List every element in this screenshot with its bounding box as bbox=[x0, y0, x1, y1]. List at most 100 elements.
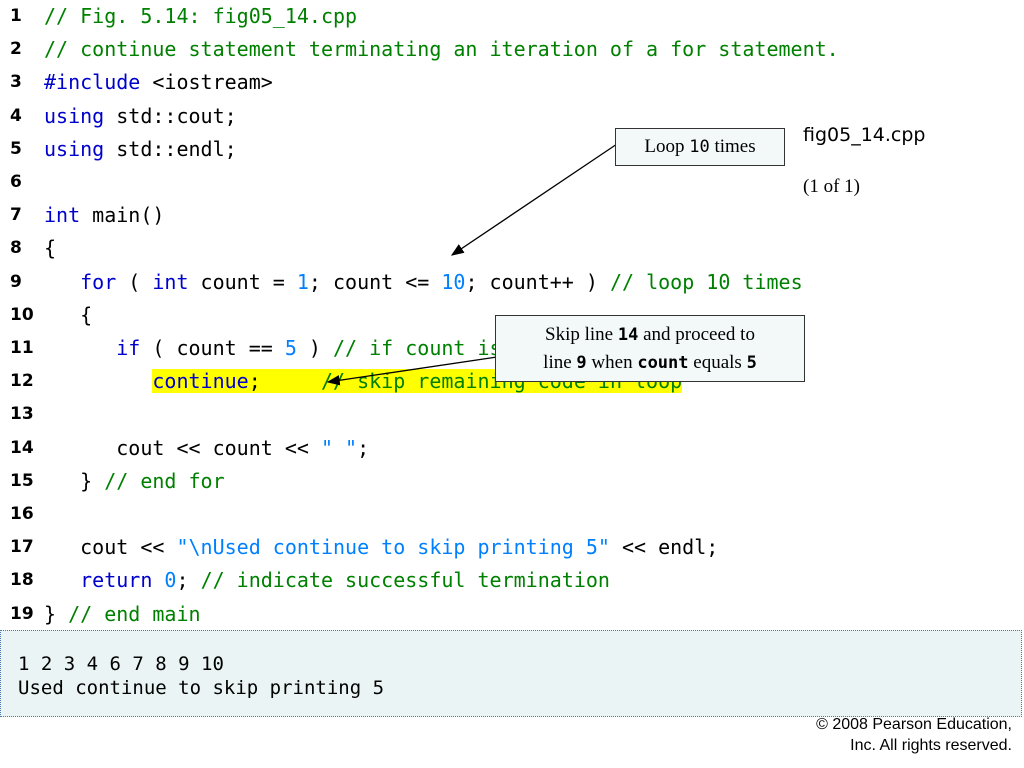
code-text: return 0; // indicate successful termina… bbox=[44, 564, 610, 597]
code-text: #include <iostream> bbox=[44, 66, 273, 99]
code-token: // loop 10 times bbox=[609, 269, 803, 294]
code-token: // Fig. 5.14: fig05_14.cpp bbox=[44, 4, 358, 28]
line-number: 18 bbox=[10, 570, 34, 591]
code-token: using bbox=[44, 103, 105, 128]
code-text: { bbox=[44, 232, 56, 265]
code-token: } bbox=[44, 468, 105, 493]
callout-skip-text: equals bbox=[688, 352, 747, 373]
code-line: 9 for ( int count = 1; count <= 10; coun… bbox=[0, 266, 1024, 299]
code-token: 1 bbox=[296, 269, 309, 294]
code-line: 5 using std::endl; bbox=[0, 133, 1024, 166]
code-text: // Fig. 5.14: fig05_14.cpp bbox=[44, 0, 357, 33]
code-token: "\nUsed continue to skip printing 5" bbox=[176, 535, 610, 560]
callout-skip-text: when bbox=[586, 352, 638, 373]
code-token: std::endl; bbox=[104, 136, 237, 161]
code-text: cout << "\nUsed continue to skip printin… bbox=[44, 531, 718, 564]
code-token: ) bbox=[296, 336, 334, 360]
line-number: 11 bbox=[10, 338, 34, 358]
page-indicator: (1 of 1) bbox=[803, 176, 860, 197]
code-token: 0 bbox=[164, 568, 177, 593]
code-token bbox=[44, 369, 152, 393]
code-text: using std::cout; bbox=[44, 100, 237, 133]
code-token: if bbox=[116, 336, 141, 360]
code-token: std::cout; bbox=[104, 103, 237, 128]
copyright-line: Inc. All rights reserved. bbox=[850, 737, 1012, 754]
code-line: 3 #include <iostream> bbox=[0, 66, 1024, 99]
code-line: 15 } // end for bbox=[0, 465, 1024, 498]
line-number: 14 bbox=[10, 437, 34, 458]
output-line: 1 2 3 4 6 7 8 9 10 bbox=[18, 653, 224, 675]
code-line: 16 bbox=[0, 498, 1024, 531]
line-number: 12 bbox=[10, 371, 34, 392]
code-line: 1// Fig. 5.14: fig05_14.cpp bbox=[0, 0, 1024, 33]
code-token: #include bbox=[44, 70, 141, 95]
code-token: ; bbox=[357, 435, 370, 460]
code-text: if ( count == 5 ) // if count is 5, bbox=[44, 332, 537, 365]
code-token: << endl; bbox=[609, 535, 719, 560]
callout-skip-line2: line 9 when count equals 5 bbox=[496, 349, 804, 377]
code-token: } bbox=[44, 601, 69, 626]
line-number: 2 bbox=[10, 39, 22, 60]
code-token: int bbox=[44, 203, 81, 228]
line-number: 3 bbox=[10, 72, 22, 93]
code-text: using std::endl; bbox=[44, 133, 237, 166]
code-text: // continue statement terminating an ite… bbox=[44, 33, 839, 66]
output-line: Used continue to skip printing 5 bbox=[18, 677, 385, 699]
line-number: 19 bbox=[10, 603, 34, 624]
code-token: " " bbox=[320, 435, 358, 460]
code-token: int bbox=[152, 269, 189, 294]
code-token: main() bbox=[80, 203, 165, 228]
code-token: ; count <= bbox=[308, 269, 442, 294]
line-number: 6 bbox=[10, 172, 22, 192]
code-text: } // end main bbox=[44, 598, 201, 631]
code-line: 14 cout << count << " "; bbox=[0, 432, 1024, 465]
code-token: // end main bbox=[68, 601, 201, 626]
code-token: <iostream> bbox=[140, 70, 273, 95]
callout-skip-code: 14 bbox=[617, 325, 639, 345]
code-token: count = bbox=[188, 269, 297, 294]
line-number: 15 bbox=[10, 470, 34, 491]
callout-loop-post: times bbox=[709, 136, 756, 157]
program-output: 1 2 3 4 6 7 8 9 10 Used continue to skip… bbox=[0, 630, 1022, 717]
code-token: ( count == bbox=[140, 336, 285, 360]
code-text: } // end for bbox=[44, 465, 225, 498]
code-token: ; count++ ) bbox=[465, 269, 610, 294]
line-number: 8 bbox=[10, 238, 22, 259]
callout-skip-code: 9 bbox=[576, 353, 587, 373]
callout-loop-pre: Loop bbox=[644, 136, 690, 157]
file-name: fig05_14.cpp bbox=[803, 124, 926, 146]
line-number: 17 bbox=[10, 537, 34, 558]
code-text: for ( int count = 1; count <= 10; count+… bbox=[44, 266, 803, 299]
line-number: 9 bbox=[10, 271, 22, 292]
code-line: 2 // continue statement terminating an it… bbox=[0, 33, 1024, 66]
code-text: cout << count << " "; bbox=[44, 432, 369, 465]
code-token bbox=[44, 568, 80, 592]
callout-skip-line: Skip line 14 and proceed to line 9 when … bbox=[495, 315, 805, 382]
callout-skip-code: 5 bbox=[746, 353, 757, 373]
line-number: 10 bbox=[10, 304, 34, 325]
code-token: return bbox=[80, 568, 153, 593]
code-token: { bbox=[44, 302, 93, 327]
code-token bbox=[44, 336, 116, 360]
code-token: cout << bbox=[44, 535, 177, 560]
code-token: // indicate successful termination bbox=[200, 568, 610, 593]
callout-skip-line1: Skip line 14 and proceed to bbox=[496, 321, 804, 349]
code-line: 19} // end main bbox=[0, 598, 1024, 631]
callout-skip-text: Skip line bbox=[545, 324, 618, 345]
code-token: ; bbox=[248, 369, 321, 394]
code-token: // end for bbox=[104, 468, 225, 493]
code-token: cout << count << bbox=[44, 435, 321, 460]
line-number: 5 bbox=[10, 138, 22, 159]
copyright-line: © 2008 Pearson Education, bbox=[816, 716, 1012, 733]
code-line: 8{ bbox=[0, 232, 1024, 265]
code-line: 7 int main() bbox=[0, 199, 1024, 232]
code-token: 10 bbox=[441, 269, 466, 294]
callout-skip-text: line bbox=[543, 352, 577, 373]
line-number: 7 bbox=[10, 205, 22, 226]
code-line: 17 cout << "\nUsed continue to skip prin… bbox=[0, 531, 1024, 564]
code-line: 18 return 0; // indicate successful term… bbox=[0, 564, 1024, 597]
code-token: // continue statement terminating an ite… bbox=[44, 37, 839, 62]
callout-loop-10-times: Loop 10 times bbox=[615, 128, 785, 166]
code-token: continue bbox=[152, 369, 249, 394]
